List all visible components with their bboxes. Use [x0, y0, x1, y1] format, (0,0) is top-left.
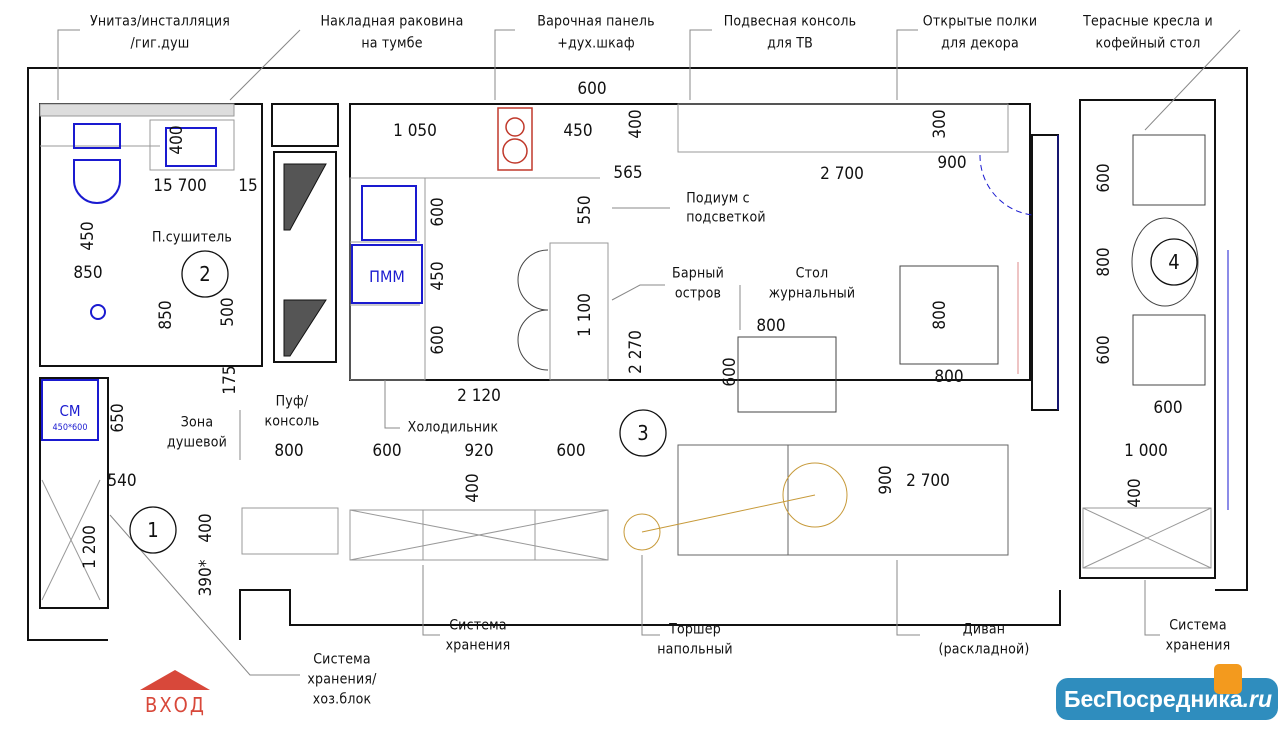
- dimension: 600: [428, 325, 448, 355]
- logo-tld: .ru: [1242, 686, 1272, 712]
- callout-bar-2: остров: [674, 285, 722, 302]
- callout-towel-dryer: П.сушитель: [151, 229, 233, 246]
- callout-floor-lamp: Торшер: [669, 621, 721, 638]
- stove: [497, 107, 533, 171]
- dimension: 800: [274, 441, 304, 461]
- callout-utility: Система: [313, 651, 371, 668]
- callout-bar: Барный: [672, 265, 724, 282]
- callout-tv-console-2: для ТВ: [767, 35, 813, 52]
- dimension: 1 050: [393, 121, 437, 141]
- callout-utility-2: хранения/: [307, 671, 377, 688]
- dimension: 390*: [196, 559, 216, 597]
- dimension: 650: [108, 403, 128, 433]
- callout-sink: Накладная раковина: [320, 13, 464, 30]
- dimension: 900: [937, 153, 967, 173]
- callout-table: Стол: [795, 265, 829, 282]
- dimension: 900: [876, 465, 896, 495]
- callout-storage-2: хранения: [445, 637, 511, 654]
- dimension: 1 000: [1124, 441, 1168, 461]
- dimension: 2 700: [906, 471, 950, 491]
- callout-podium-2: подсветкой: [686, 209, 766, 226]
- dimension: 450: [78, 221, 98, 251]
- dimension: 800: [1094, 247, 1114, 277]
- cabinets: [39, 103, 1212, 601]
- entrance-label: ВХОД: [145, 693, 206, 717]
- dimension: 850: [73, 263, 103, 283]
- dimension: 600: [1153, 398, 1183, 418]
- callout-shower: Зона: [180, 414, 214, 431]
- callout-terrace: Терасные кресла и: [1083, 13, 1213, 30]
- dimension: 600: [577, 79, 607, 99]
- wardrobe: [283, 163, 327, 357]
- dimension: 400: [1125, 478, 1145, 508]
- dimension: 800: [930, 300, 950, 330]
- dimension: 450: [563, 121, 593, 141]
- dimension: 600: [428, 197, 448, 227]
- dimension: 400: [626, 109, 646, 139]
- callout-sink-2: на тумбе: [361, 35, 423, 52]
- dimension: 175: [220, 365, 240, 395]
- callout-hob-2: +дух.шкаф: [557, 35, 635, 52]
- callout-table-2: журнальный: [768, 285, 856, 302]
- dimension: 550: [575, 195, 595, 225]
- room-number-1: 1: [147, 518, 159, 542]
- dimension: 400: [167, 125, 187, 155]
- callout-storage: Система: [449, 617, 507, 634]
- callout-sofa: Диван: [962, 621, 1006, 638]
- dimension: 1 100: [575, 293, 595, 337]
- dimension: 920: [464, 441, 494, 461]
- plumbing: [41, 123, 1229, 510]
- callout-shelves-2: для декора: [941, 35, 1019, 52]
- dimension: 600: [556, 441, 586, 461]
- dimension: 800: [756, 316, 786, 336]
- callout-fridge: Холодильник: [407, 419, 499, 436]
- dimension: 2 700: [820, 164, 864, 184]
- dimension: 850: [156, 300, 176, 330]
- callout-terrace-storage: Система: [1169, 617, 1227, 634]
- mascot-icon: [1214, 664, 1242, 694]
- room-number-2: 2: [199, 262, 211, 286]
- dimension: 400: [463, 473, 483, 503]
- dimension: 500: [218, 297, 238, 327]
- dimension: 2 120: [457, 386, 501, 406]
- dimension: 400: [196, 513, 216, 543]
- dimension: 600: [372, 441, 402, 461]
- callout-terrace-2: кофейный стол: [1095, 35, 1201, 52]
- dimension: 600: [1094, 163, 1114, 193]
- logo: БесПосредника .ru: [1056, 664, 1278, 720]
- room-number-4: 4: [1168, 250, 1180, 274]
- dimension: 800: [934, 367, 964, 387]
- callout-shelves: Открытые полки: [922, 13, 1038, 30]
- dimension: 600: [720, 357, 740, 387]
- callout-toilet-2: /гиг.душ: [130, 35, 190, 52]
- dimension: 2 270: [626, 330, 646, 374]
- callout-hob: Варочная панель: [537, 13, 655, 30]
- dimension: 540: [107, 471, 137, 491]
- callout-pouf: Пуф/: [275, 393, 309, 410]
- callout-floor-lamp-2: напольный: [657, 641, 733, 658]
- dimension: 450: [428, 261, 448, 291]
- callout-podium: Подиум с: [686, 190, 750, 207]
- dimension: 300: [930, 109, 950, 139]
- callout-shower-2: душевой: [166, 434, 228, 451]
- callout-utility-3: хоз.блок: [312, 691, 372, 708]
- callout-sofa-2: (раскладной): [938, 641, 1030, 658]
- dimension: 15: [238, 176, 258, 196]
- dimension: 15 700: [153, 176, 207, 196]
- callout-terrace-storage-2: хранения: [1165, 637, 1231, 654]
- dimension: 1 200: [80, 525, 100, 569]
- washer-label: СМ: [59, 402, 81, 420]
- dishwasher-label: ПММ: [369, 267, 405, 286]
- logo-name: БесПосредника: [1064, 686, 1243, 712]
- callout-toilet: Унитаз/инсталляция: [89, 13, 231, 30]
- callout-tv-console: Подвесная консоль: [723, 13, 857, 30]
- room-number-3: 3: [637, 421, 649, 445]
- dimension: 565: [613, 163, 643, 183]
- callout-pouf-2: консоль: [264, 413, 320, 430]
- leader-lines: [57, 29, 1241, 676]
- dimension: 600: [1094, 335, 1114, 365]
- washer-size: 450*600: [52, 423, 88, 433]
